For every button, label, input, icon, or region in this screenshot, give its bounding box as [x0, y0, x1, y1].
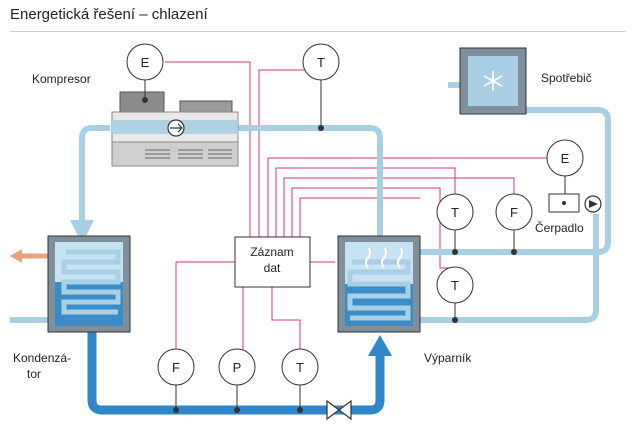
label-recorder-line1: Záznam — [250, 245, 293, 259]
instrument-return-flow — [495, 193, 533, 255]
secondary-loop — [10, 82, 611, 323]
pipe-evaporator-supply — [420, 214, 599, 323]
signal-line-compressor-energy — [165, 61, 251, 237]
pipe-consumer-right — [525, 107, 611, 200]
instrument-letter-cond-pressure: P — [233, 360, 242, 375]
instrument-pump-energy — [546, 139, 584, 177]
data-recorder — [234, 236, 311, 288]
page-title: Energetická řešení – chlazení — [10, 6, 208, 23]
label-compressor: Kompresor — [32, 72, 91, 86]
label-consumer: Spotřebič — [541, 71, 592, 85]
instrument-letter-cond-temp: T — [296, 360, 304, 375]
instrument-letter-compressor-temp: T — [317, 55, 325, 70]
compressor-fan-icon — [167, 119, 185, 137]
instrument-return-temp — [436, 193, 474, 255]
instrument-compressor-energy — [126, 43, 164, 103]
consumer — [459, 47, 527, 115]
signal-line-cond-temp — [271, 287, 301, 350]
snowflake-icon — [483, 71, 503, 91]
instrument-letter-pump-energy: E — [561, 151, 570, 166]
pipe-compressor-to-evaporator — [235, 125, 383, 242]
signal-line-compressor-temp — [258, 69, 306, 237]
label-recorder-line2: dat — [264, 261, 281, 275]
pipe-compressor-to-condenser — [70, 125, 110, 244]
instrument-cond-temp — [281, 348, 319, 413]
signal-line-pump-energy — [267, 157, 548, 237]
pump-icon — [584, 195, 602, 213]
instrument-cond-pressure — [218, 348, 256, 413]
label-condenser-line1: Kondenzá- — [13, 351, 71, 365]
condenser — [47, 235, 131, 333]
signal-line-aux — [299, 197, 420, 237]
instrument-letter-cond-flow: F — [172, 360, 180, 375]
instrument-compressor-temp — [302, 43, 340, 131]
vapor-icon — [365, 247, 403, 269]
signal-line-return-flow — [283, 177, 515, 237]
signal-lines — [165, 61, 548, 350]
label-evaporator: Výparník — [424, 351, 472, 365]
instrument-letter-evap-temp: T — [451, 278, 459, 293]
label-pump: Čerpadlo — [535, 220, 584, 235]
title-divider — [10, 31, 626, 32]
instrument-letter-return-temp: T — [451, 205, 459, 220]
condenser-coil — [61, 249, 121, 315]
hot-outlet-arrow — [10, 249, 22, 263]
signal-line-evap-temp — [291, 187, 455, 269]
instrument-evap-temp — [436, 266, 474, 323]
signal-line-return-temp — [275, 167, 456, 237]
instrument-letter-compressor-energy: E — [141, 55, 150, 70]
evaporator — [337, 235, 421, 333]
valve-icon — [326, 399, 352, 421]
instrument-letter-return-flow: F — [510, 205, 518, 220]
hot-outlet — [10, 249, 50, 263]
compressor — [111, 91, 239, 167]
evaporator-inlet-arrow — [368, 335, 392, 356]
signal-line-cond-flow — [175, 261, 237, 350]
evaporator-coil — [347, 259, 411, 321]
instrument-cond-flow — [157, 348, 195, 413]
label-condenser-line2: tor — [27, 367, 41, 381]
